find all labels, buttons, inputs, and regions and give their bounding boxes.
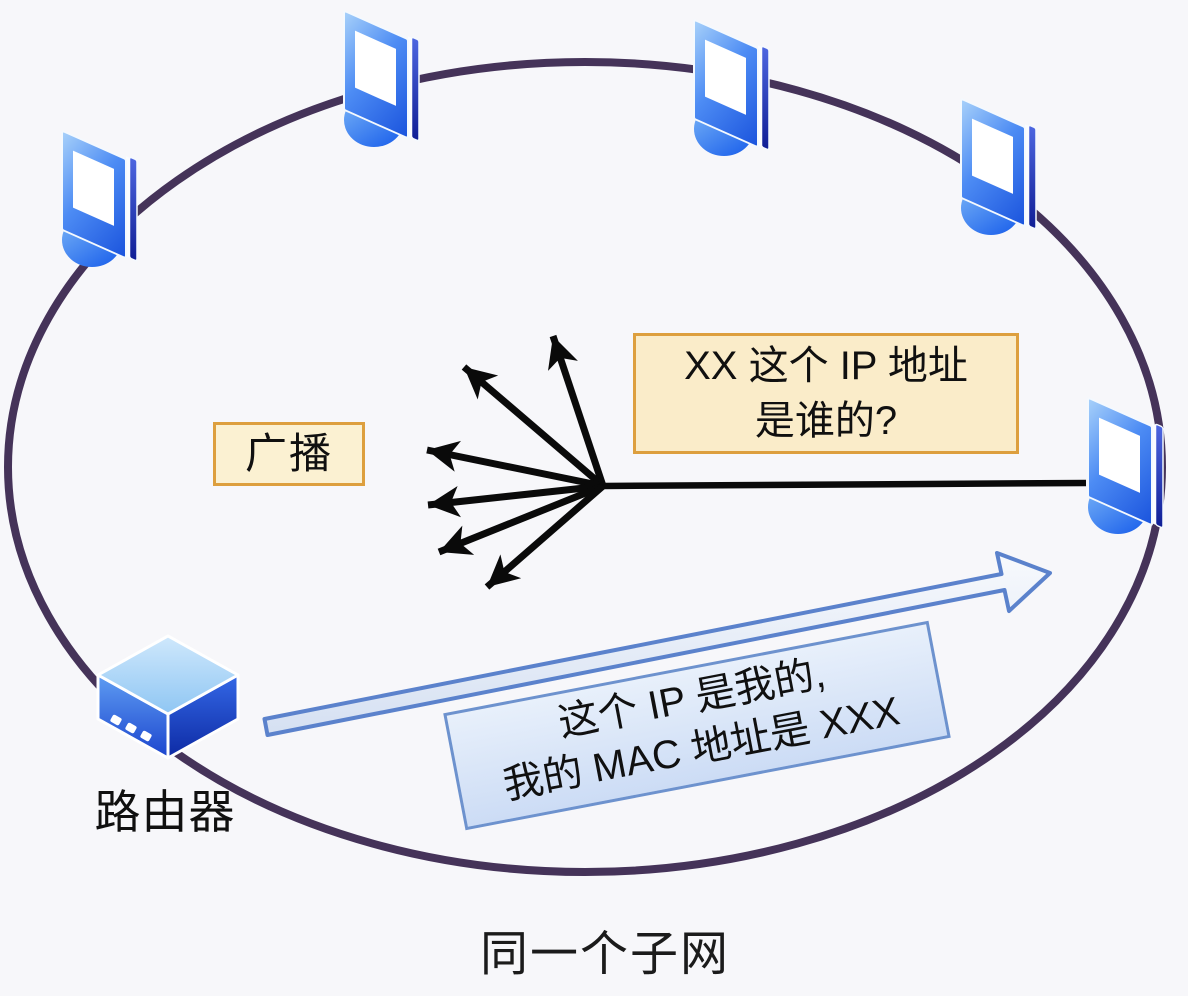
broadcast-fan-arrows [426, 334, 607, 590]
broadcast-label: 广播 [213, 422, 365, 486]
broadcast-arrow [461, 364, 606, 489]
computer-icon [960, 95, 1037, 236]
computer-icon [343, 7, 420, 149]
reply-arrow [262, 551, 1052, 737]
computer-icon [1087, 394, 1164, 535]
broadcast-arrow [437, 482, 605, 556]
arp-question-box: XX 这个 IP 地址 是谁的? [633, 333, 1019, 454]
broadcast-arrow [426, 440, 604, 490]
subnet-caption: 同一个子网 [479, 928, 730, 981]
router-icon [96, 634, 240, 760]
arp-question-line2: 是谁的? [754, 399, 898, 443]
broadcast-arrow [548, 334, 607, 488]
arp-question-line1: XX 这个 IP 地址 [684, 344, 968, 388]
broadcast-arrow [484, 483, 606, 590]
query-line [602, 479, 1087, 490]
computer-icon [61, 127, 138, 268]
computer-icon [693, 16, 770, 157]
broadcast-arrow [427, 482, 604, 518]
router-label: 路由器 [94, 786, 236, 838]
